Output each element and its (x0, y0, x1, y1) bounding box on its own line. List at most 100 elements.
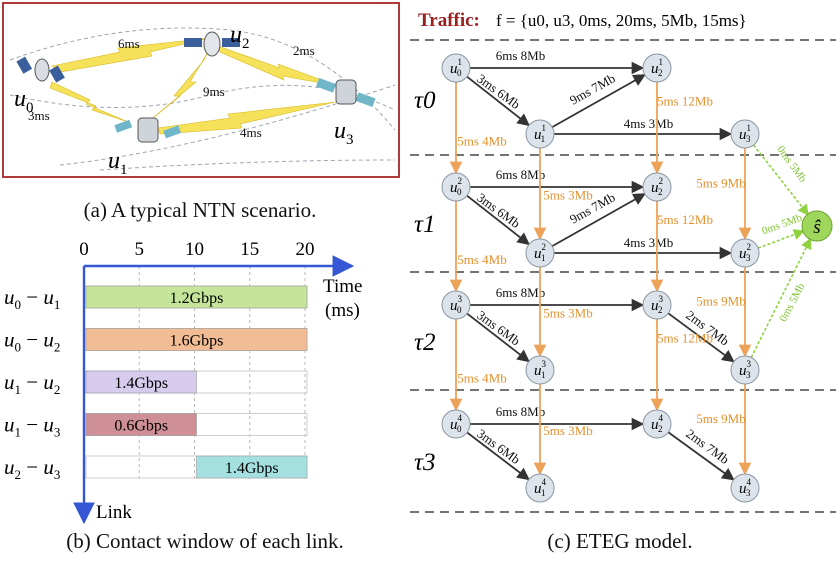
edge-label: 5ms 3Mb (543, 423, 592, 438)
eteg-model: Traffic: f = {u0, u3, 0ms, 20ms, 5Mb, 15… (410, 10, 836, 513)
link-rate-label: 0.6Gbps (114, 418, 168, 435)
eteg-edge-u33-s (750, 237, 812, 358)
contact-window-bar (85, 413, 197, 436)
edge-label: 4ms 3Mb (624, 235, 673, 250)
eteg-edge-u03-u13 (466, 312, 530, 363)
eteg-node-u32 (730, 238, 760, 268)
contact-window-bar (85, 370, 197, 394)
link-rate-label: 1.2Gbps (170, 290, 224, 307)
edge-label: 3ms 6Mb (474, 190, 523, 231)
link-rate-label: 1.6Gbps (170, 333, 224, 350)
contact-window-bar (196, 455, 308, 479)
eteg-node-u31 (730, 119, 760, 149)
edge-label: 5ms 12Mb (657, 331, 713, 346)
link-row-label: u1 − u3 (4, 413, 60, 440)
traffic-expression: f = {u0, u3, 0ms, 20ms, 5Mb, 15ms} (496, 11, 747, 30)
link-row-label: u2 − u3 (4, 455, 60, 482)
edge-label: 5ms 9Mb (696, 411, 745, 426)
edge-label: 5ms 9Mb (696, 294, 745, 309)
link-rate-label: 1.4Gbps (114, 375, 168, 392)
link-row-label: u1 − u2 (4, 370, 60, 397)
eteg-node-u13 (525, 355, 555, 385)
eteg-edge-u01-u11 (466, 75, 530, 127)
eteg-edge-u24-u34 (667, 431, 735, 481)
satellite-u0-icon (16, 56, 65, 83)
contact-window-bar (85, 285, 308, 309)
edge-label: 6ms 8Mb (496, 167, 545, 182)
edge-label: 3ms 6Mb (474, 426, 523, 467)
eteg-edge-u32-s (757, 229, 805, 249)
link-rate-label: 1.4Gbps (225, 460, 279, 477)
edge-label: 5ms 12Mb (657, 94, 713, 109)
edge-label: 6ms 8Mb (496, 48, 545, 63)
eteg-node-u14 (525, 473, 555, 503)
eteg-node-u12 (525, 238, 555, 268)
caption-c: (c) ETEG model. (547, 529, 692, 553)
link-label-3ms: 3ms (28, 108, 50, 123)
ntn-scenario-panel: 6ms 2ms 9ms 3ms 4ms u0 u1 u2 u3 (2, 2, 400, 178)
contact-window-bar (85, 328, 308, 351)
slot-tau0: τ0 (414, 87, 436, 114)
slot-tau3: τ3 (414, 449, 435, 476)
satellite-u2-icon (184, 31, 240, 57)
satellite-u3-icon (316, 77, 376, 107)
edge-label: 5ms 12Mb (657, 212, 713, 227)
eteg-edge-u04-u14 (466, 431, 530, 481)
edge-label: 0ms 5Mb (777, 281, 807, 324)
eteg-edge-u11-u21 (551, 74, 646, 128)
link-label-2ms: 2ms (293, 43, 315, 58)
edge-label: 5ms 9Mb (696, 176, 745, 191)
eteg-node-u24 (642, 409, 672, 439)
edge-label: 9ms 7Mb (567, 71, 618, 108)
time-axis-label: Time (323, 276, 362, 297)
time-tick-label: 10 (185, 239, 204, 260)
time-tick-label: 15 (240, 239, 259, 260)
eteg-node-u34 (730, 473, 760, 503)
eteg-node-u23 (642, 290, 672, 320)
eteg-node-u04 (441, 409, 471, 439)
eteg-node-u22 (642, 172, 672, 202)
edge-label: 3ms 6Mb (474, 71, 523, 112)
eteg-edge-u02-u12 (466, 194, 530, 246)
link-axis-label: Link (96, 502, 132, 523)
edge-label: 5ms 4Mb (457, 252, 506, 267)
eteg-node-u33 (730, 355, 760, 385)
edge-label: 3ms 6Mb (474, 307, 523, 348)
edge-label: 5ms 3Mb (543, 188, 592, 203)
slot-tau2: τ2 (414, 329, 435, 356)
eteg-node-u21 (642, 53, 672, 83)
sink-node (801, 210, 833, 242)
edge-label: 5ms 4Mb (457, 134, 506, 149)
link-bolts (49, 37, 339, 135)
edge-label: 4ms 3Mb (624, 116, 673, 131)
eteg-edge-u12-u22 (551, 193, 646, 247)
eteg-node-u01 (441, 53, 471, 83)
edge-label: 5ms 4Mb (457, 371, 506, 386)
link-row-label: u0 − u1 (4, 285, 60, 312)
link-label-9ms: 9ms (203, 84, 225, 99)
edge-label: 6ms 8Mb (496, 285, 545, 300)
link-row-label: u0 − u2 (4, 328, 60, 355)
eteg-edge-u23-u33 (667, 312, 735, 363)
eteg-node-u11 (525, 119, 555, 149)
link-label-4ms: 4ms (240, 125, 262, 140)
slot-tau1: τ1 (414, 211, 435, 238)
caption-a: (a) A typical NTN scenario. (84, 198, 317, 222)
